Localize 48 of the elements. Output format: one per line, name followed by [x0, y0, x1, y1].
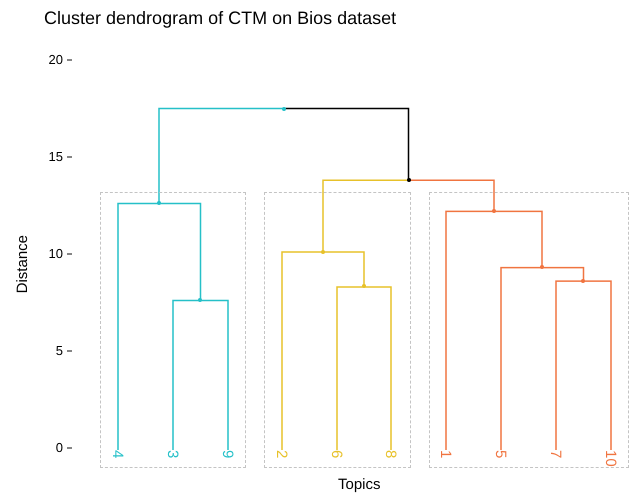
- dendrogram-link: [555, 280, 584, 450]
- dendrogram-link: [584, 280, 612, 450]
- dendrogram-link: [500, 266, 542, 450]
- leaf-label: 3: [165, 450, 180, 458]
- dendrogram-link: [445, 210, 494, 450]
- leaf-label: 9: [220, 450, 235, 458]
- dendrogram-link: [364, 286, 392, 450]
- dendrogram-link: [336, 286, 364, 450]
- dendrogram-link: [322, 180, 408, 252]
- axis-title: Topics: [338, 476, 381, 493]
- merge-point: [406, 178, 410, 182]
- tick-label: 0: [56, 440, 63, 455]
- dendrogram-link: [200, 300, 229, 450]
- merge-point: [198, 298, 202, 302]
- tick-label: 5: [56, 343, 63, 358]
- dendrogram-link: [158, 108, 284, 204]
- tick-label: 15: [48, 149, 63, 164]
- leaf-label: 1: [438, 450, 453, 458]
- tick-label: 10: [48, 246, 63, 261]
- dendrogram-link: [281, 251, 323, 450]
- cluster-box: [100, 192, 246, 468]
- merge-point: [492, 208, 496, 213]
- tick-label: 20: [48, 52, 63, 67]
- merge-point: [156, 201, 160, 206]
- leaf-label: 7: [548, 450, 563, 458]
- leaf-label: 6: [329, 450, 344, 458]
- dendrogram-link: [159, 202, 202, 301]
- merge-point: [581, 278, 585, 283]
- merge-point: [540, 265, 544, 270]
- axis-title: Distance: [14, 235, 31, 294]
- dendrogram-link: [284, 108, 410, 180]
- leaf-label: 2: [274, 450, 289, 458]
- leaf-label: 8: [383, 450, 398, 458]
- dendrogram-link: [323, 251, 365, 287]
- merge-point: [282, 106, 286, 110]
- merge-point: [362, 284, 366, 288]
- leaf-label: 4: [110, 450, 125, 458]
- dendrogram-link: [172, 300, 200, 450]
- leaf-label: 10: [603, 450, 618, 466]
- dendrogram-link: [542, 266, 584, 282]
- leaf-label: 5: [493, 450, 508, 458]
- cluster-box: [429, 192, 629, 468]
- cluster-box: [264, 192, 411, 468]
- dendrogram-link: [494, 210, 543, 268]
- dendrogram-link: [408, 180, 495, 212]
- chart-title: Cluster dendrogram of CTM on Bios dataset: [44, 8, 396, 29]
- dendrogram-link: [117, 202, 159, 450]
- merge-point: [320, 250, 324, 254]
